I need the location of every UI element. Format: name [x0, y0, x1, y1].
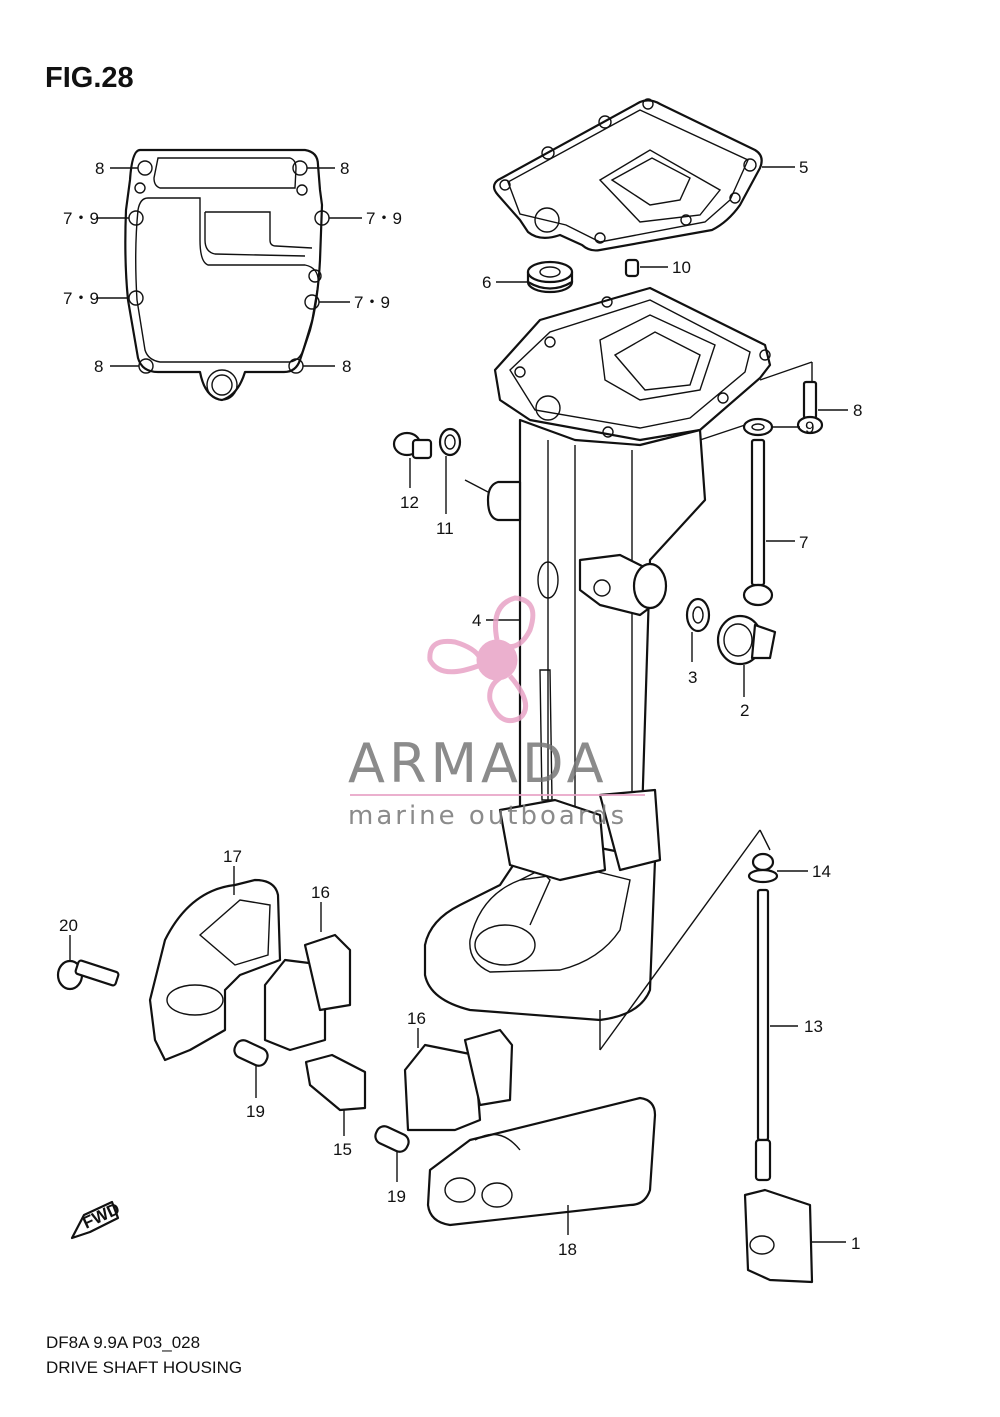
callout-15: 15: [333, 1140, 352, 1159]
drive-shaft-housing-part-4: [423, 286, 772, 1022]
callout-11: 11: [436, 519, 454, 538]
callout-19-right: 19: [387, 1187, 406, 1206]
callout-18: 18: [558, 1240, 577, 1259]
propeller-logo-icon: [427, 595, 536, 724]
callout-5: 5: [799, 158, 808, 177]
callout-8: 8: [853, 401, 862, 420]
callout-6: 6: [482, 273, 491, 292]
section-title: DRIVE SHAFT HOUSING: [46, 1358, 243, 1377]
rod-part-13: [754, 888, 798, 1182]
callout-16-upper: 16: [311, 883, 330, 902]
washer-part-3: [685, 597, 711, 662]
gasket-callout-8-bottom-right: 8: [342, 357, 351, 376]
gasket-callout-8-top-left: 8: [95, 159, 104, 178]
stopper-part-15: [304, 1053, 367, 1136]
callout-12: 12: [400, 493, 419, 512]
gasket-callout-8-top-right: 8: [340, 159, 349, 178]
seal-part-6: [496, 260, 574, 294]
clamp-part-18: [426, 1096, 657, 1235]
callout-20: 20: [59, 916, 78, 935]
gasket-part-5: [492, 98, 795, 252]
callout-2: 2: [740, 701, 749, 720]
watermark-brand: ARMADA: [348, 732, 608, 795]
pin-part-19-right: [374, 1125, 410, 1182]
bolt-part-20: [56, 935, 120, 991]
bolt-part-8: [796, 380, 848, 435]
gasket-leaders: [96, 167, 362, 367]
callout-10: 10: [672, 258, 691, 277]
callout-13: 13: [804, 1017, 823, 1036]
plug-part-2: [716, 614, 777, 697]
callout-14: 14: [812, 862, 831, 881]
model-code: DF8A 9.9A P03_028: [46, 1333, 201, 1352]
gasket-callout-8-bottom-left: 8: [94, 357, 103, 376]
callout-9: 9: [805, 418, 814, 437]
callout-labels: 1 2 3 4 5 6 7 8 9 10 11 12 13 14 15 16 1…: [59, 158, 862, 1259]
bracket-part-1: [743, 1188, 846, 1284]
direction-badge: FWD: [70, 1199, 123, 1240]
gasket-callout-79-upper-left: 7・9: [63, 209, 99, 228]
figure-title: FIG.28: [45, 62, 134, 94]
callout-3: 3: [688, 668, 697, 687]
assembly-lines: [464, 361, 813, 1051]
washer-part-11: [438, 427, 462, 514]
callout-19-left: 19: [246, 1102, 265, 1121]
gasket-callout-79-lower-left: 7・9: [63, 289, 99, 308]
callout-7: 7: [799, 533, 808, 552]
gasket-flat-view: [124, 148, 330, 402]
bolt-part-7: [742, 438, 795, 607]
mount-rubber-part-16-lower: [403, 1028, 514, 1132]
callout-4: 4: [472, 611, 481, 630]
pin-part-10: [624, 258, 668, 278]
pin-part-19-left: [233, 1039, 269, 1098]
callout-17: 17: [223, 847, 242, 866]
plug-part-12: [392, 431, 433, 488]
callout-16-lower: 16: [407, 1009, 426, 1028]
bolt-part-14: [747, 852, 808, 884]
callout-1: 1: [851, 1234, 860, 1253]
washer-part-9: [742, 417, 800, 437]
gasket-callout-79-upper-right: 7・9: [366, 209, 402, 228]
mount-part-17: [148, 866, 282, 1062]
mount-rubber-part-16-upper: [263, 902, 352, 1052]
armada-watermark: ARMADA marine outboards: [348, 595, 645, 831]
watermark-tagline: marine outboards: [348, 801, 627, 831]
gasket-callout-79-lower-right: 7・9: [354, 293, 390, 312]
